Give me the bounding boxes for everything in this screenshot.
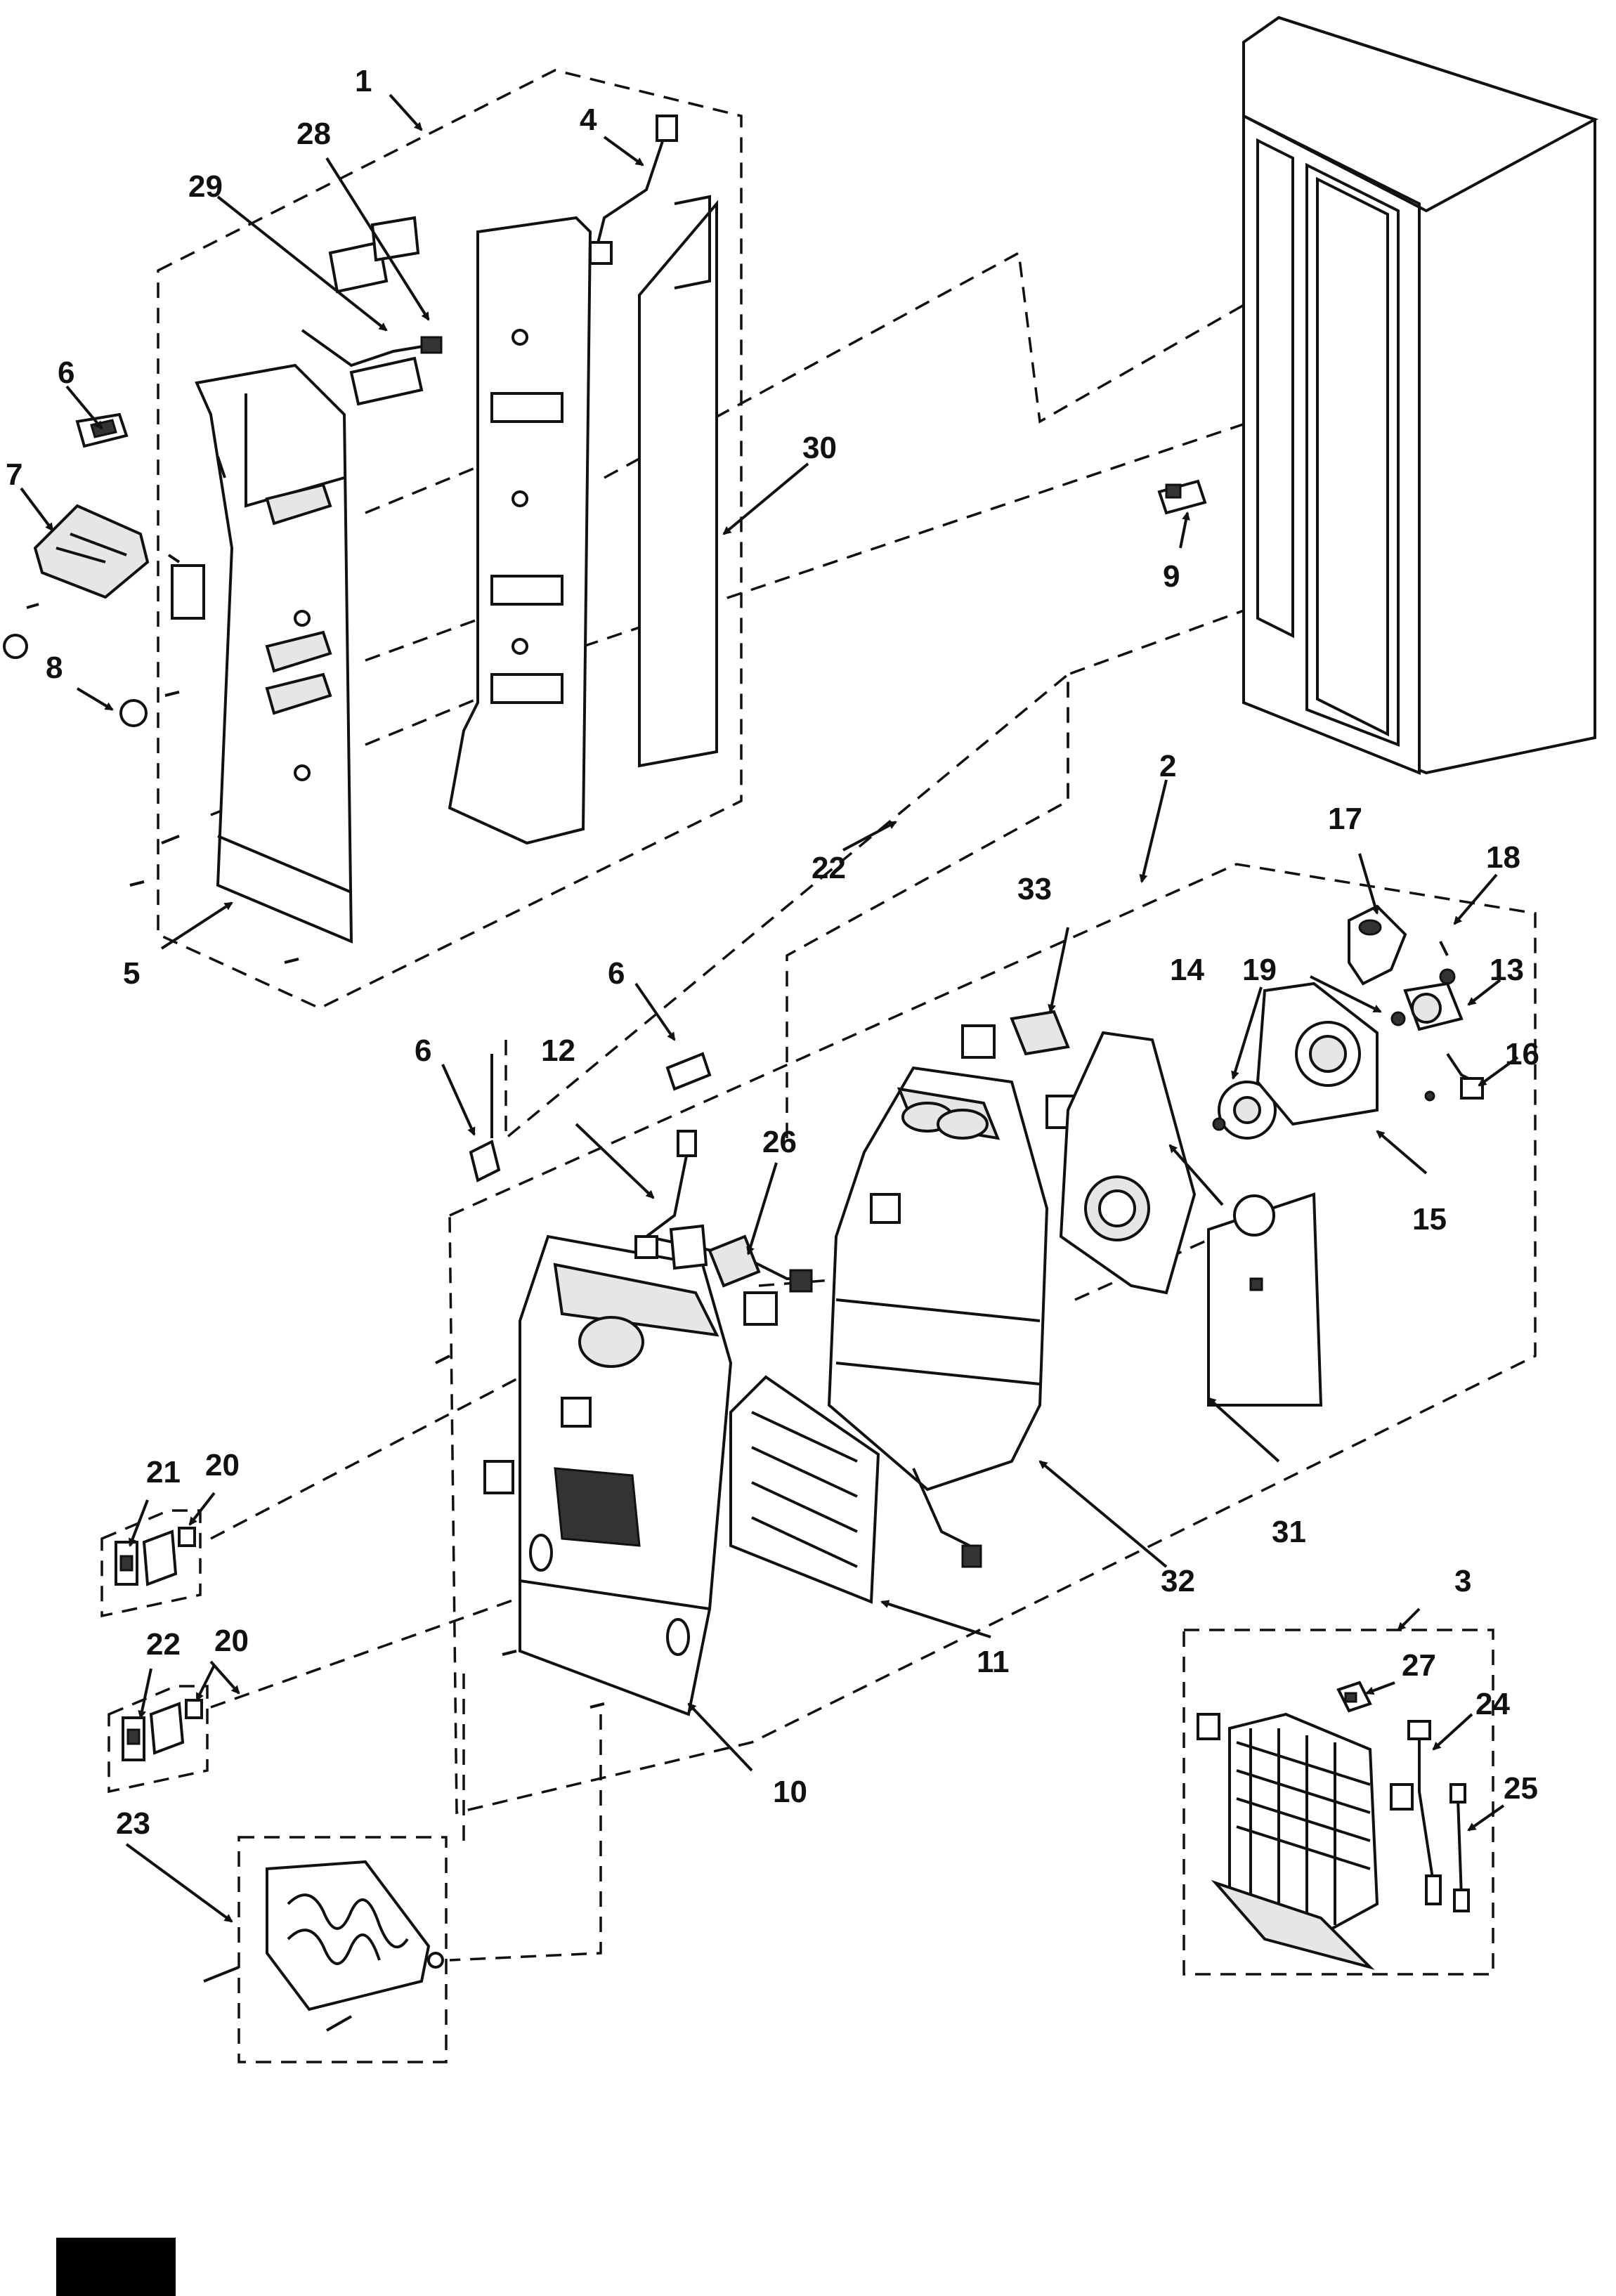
callout-9: 9 bbox=[1163, 559, 1180, 594]
callout-20-top: 20 bbox=[205, 1448, 240, 1482]
callout-7: 7 bbox=[6, 457, 22, 492]
mount-line-top bbox=[604, 251, 1336, 479]
callout-5: 5 bbox=[123, 956, 140, 991]
mount-line-10a bbox=[210, 1369, 535, 1540]
panel-middle bbox=[448, 216, 592, 845]
assembly-20-21-boundary bbox=[100, 1509, 202, 1618]
callout-6-low: 6 bbox=[415, 1033, 431, 1068]
callout-14: 14 bbox=[1170, 953, 1204, 987]
callout-23: 23 bbox=[116, 1806, 150, 1841]
assembly-3-boundary bbox=[1182, 1629, 1494, 1976]
part-21-switch bbox=[115, 1529, 178, 1586]
part-9-clip bbox=[1157, 479, 1207, 515]
callout-15: 15 bbox=[1412, 1202, 1447, 1237]
callout-6-mid: 6 bbox=[608, 956, 625, 991]
assembly-20-22-boundary bbox=[107, 1685, 209, 1794]
part-6-upper-switch bbox=[75, 412, 129, 448]
part-15-fan-motor-bracket bbox=[1256, 981, 1379, 1126]
callout-6-top: 6 bbox=[58, 356, 74, 390]
callout-32: 32 bbox=[1161, 1564, 1195, 1598]
callout-13: 13 bbox=[1490, 953, 1524, 987]
page-tab-marker bbox=[56, 2238, 176, 2296]
callout-25: 25 bbox=[1504, 1771, 1538, 1806]
callout-29: 29 bbox=[188, 169, 223, 204]
assembly-1-boundary bbox=[157, 69, 743, 1010]
callout-20-low: 20 bbox=[214, 1624, 249, 1658]
callout-21: 21 bbox=[146, 1455, 181, 1489]
callout-11: 11 bbox=[977, 1645, 1010, 1679]
mount-line-23b bbox=[449, 1714, 602, 1962]
leader-arrows bbox=[20, 93, 1519, 1923]
callout-28: 28 bbox=[297, 117, 331, 151]
callout-18: 18 bbox=[1486, 840, 1520, 875]
part-5-dispenser-cover bbox=[171, 363, 353, 944]
callout-17: 17 bbox=[1328, 802, 1362, 836]
part-6-lower-switch-a bbox=[469, 1054, 501, 1182]
callout-26: 26 bbox=[762, 1125, 797, 1159]
part-20b-cap bbox=[185, 1699, 203, 1719]
part-28-29-harness bbox=[301, 216, 443, 406]
callout-27: 27 bbox=[1402, 1648, 1436, 1683]
part-25-fuse bbox=[1449, 1783, 1470, 1912]
part-13-motor bbox=[1390, 981, 1464, 1031]
mount-line-upper bbox=[504, 672, 1069, 1141]
part-20a-cap bbox=[178, 1527, 196, 1547]
part-30-gasket bbox=[638, 195, 718, 768]
part-4-wire-harness bbox=[589, 115, 678, 265]
part-17-motor-cover bbox=[1348, 904, 1407, 986]
part-3-evaporator bbox=[1197, 1712, 1414, 1970]
part-6-lower-switch-b bbox=[665, 1052, 712, 1091]
part-27-thermostat bbox=[1336, 1681, 1372, 1713]
part-8-button bbox=[3, 634, 148, 727]
callout-3: 3 bbox=[1454, 1564, 1471, 1598]
callout-30: 30 bbox=[802, 431, 837, 465]
part-32-duct-housing bbox=[827, 1066, 1049, 1568]
callout-8: 8 bbox=[46, 651, 63, 685]
callout-31: 31 bbox=[1272, 1515, 1306, 1549]
part-24-sensor bbox=[1407, 1720, 1442, 1905]
mount-line-10b bbox=[210, 1586, 549, 1709]
part-16-connector bbox=[1424, 1052, 1484, 1102]
part-7-dispenser-lever bbox=[33, 504, 150, 599]
callout-4: 4 bbox=[580, 103, 597, 137]
part-12-wire-harness bbox=[634, 1130, 813, 1293]
assembly-2-boundary bbox=[448, 863, 1537, 1815]
part-11-heater-plate bbox=[729, 1375, 880, 1604]
callout-10: 10 bbox=[773, 1775, 807, 1809]
part-23-heater bbox=[203, 1860, 444, 2032]
callout-1: 1 bbox=[355, 64, 372, 98]
callout-24: 24 bbox=[1475, 1687, 1510, 1721]
callout-22-top: 22 bbox=[812, 851, 846, 885]
callouts: 1 28 29 4 30 6 7 8 5 9 22 2 17 18 33 14 … bbox=[6, 64, 1539, 1841]
refrigerator-cabinet bbox=[1242, 15, 1599, 775]
part-31-fan-shroud bbox=[1059, 1031, 1197, 1295]
callout-19: 19 bbox=[1242, 953, 1277, 987]
screws bbox=[26, 456, 605, 1709]
part-22-switch bbox=[122, 1702, 185, 1761]
back-plate bbox=[1207, 1192, 1323, 1407]
part-26-tape bbox=[708, 1234, 778, 1326]
callout-22-low: 22 bbox=[146, 1627, 181, 1662]
assembly-23-boundary bbox=[237, 1836, 448, 2063]
callout-33: 33 bbox=[1017, 872, 1052, 906]
part-10-housing bbox=[483, 1234, 733, 1716]
part-18-screw bbox=[1439, 941, 1456, 985]
callout-2: 2 bbox=[1159, 749, 1176, 783]
callout-16: 16 bbox=[1505, 1037, 1539, 1071]
callout-12: 12 bbox=[541, 1033, 575, 1068]
part-14-fan-blade bbox=[1212, 1081, 1277, 1140]
mount-line-22 bbox=[786, 561, 1378, 1138]
